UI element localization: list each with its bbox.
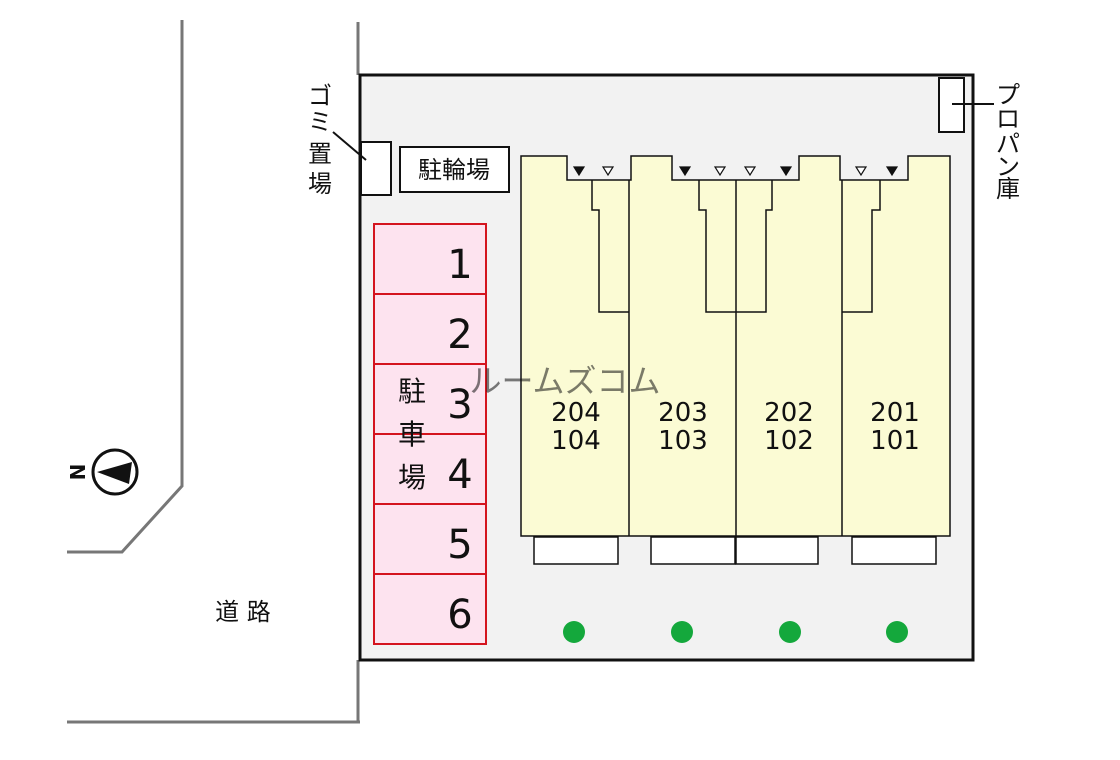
propane-label-5: 庫 <box>996 175 1020 203</box>
propane-label-4: ン <box>996 153 1020 181</box>
trees <box>563 621 908 643</box>
parking-label-2: 車 <box>398 418 426 451</box>
bicycle-parking: 駐輪場 <box>399 146 510 193</box>
parking-space-2 <box>373 293 487 365</box>
parking-lot: 1 2 3 4 5 6 駐 車 場 <box>373 223 487 645</box>
unit-label-201: 201 <box>870 398 920 428</box>
garbage-area: ゴ ミ 置 場 <box>308 82 392 198</box>
parking-number-1: 1 <box>447 242 472 288</box>
parking-number-2: 2 <box>447 312 472 358</box>
parking-space-4 <box>373 433 487 505</box>
propane-label-1: プ <box>996 81 1020 109</box>
garbage-label-1: ゴ <box>308 82 332 110</box>
parking-label-3: 場 <box>398 461 426 494</box>
tree-icon <box>563 621 585 643</box>
garbage-label-2: ミ <box>308 108 332 136</box>
garbage-label-3: 置 <box>308 140 332 168</box>
watermark: ルームズコム <box>469 362 660 400</box>
unit-label-102: 102 <box>764 426 814 456</box>
north-letter: N <box>66 464 90 481</box>
unit-label-101: 101 <box>870 426 920 456</box>
parking-space-3 <box>373 363 487 435</box>
propane-label-3: パ <box>996 130 1020 158</box>
road-boundary <box>67 20 360 724</box>
north-compass-icon: N <box>66 448 139 496</box>
parking-space-1 <box>373 223 487 295</box>
parking-number-6: 6 <box>447 592 472 638</box>
parking-label-1: 駐 <box>398 375 426 408</box>
unit-label-203: 203 <box>658 398 708 428</box>
parking-space-6 <box>373 573 487 645</box>
parking-number-3: 3 <box>447 382 472 428</box>
tree-icon <box>779 621 801 643</box>
unit-label-104: 104 <box>551 426 601 456</box>
propane-label-2: ロ <box>996 105 1020 133</box>
balconies <box>533 536 937 565</box>
propane-storage: プ ロ パ ン 庫 <box>938 77 1020 203</box>
tree-icon <box>671 621 693 643</box>
unit-label-202: 202 <box>764 398 814 428</box>
apartment-building: 204 104 203 103 202 102 201 101 <box>520 155 951 565</box>
garbage-label-4: 場 <box>308 170 332 198</box>
door-markers <box>572 166 899 177</box>
unit-label-103: 103 <box>658 426 708 456</box>
parking-number-4: 4 <box>447 452 472 498</box>
bicycle-parking-label: 駐輪場 <box>418 156 490 184</box>
unit-label-204: 204 <box>551 398 601 428</box>
road-label: 道 路 <box>215 598 271 626</box>
parking-number-5: 5 <box>447 522 472 568</box>
tree-icon <box>886 621 908 643</box>
parking-space-5 <box>373 503 487 575</box>
